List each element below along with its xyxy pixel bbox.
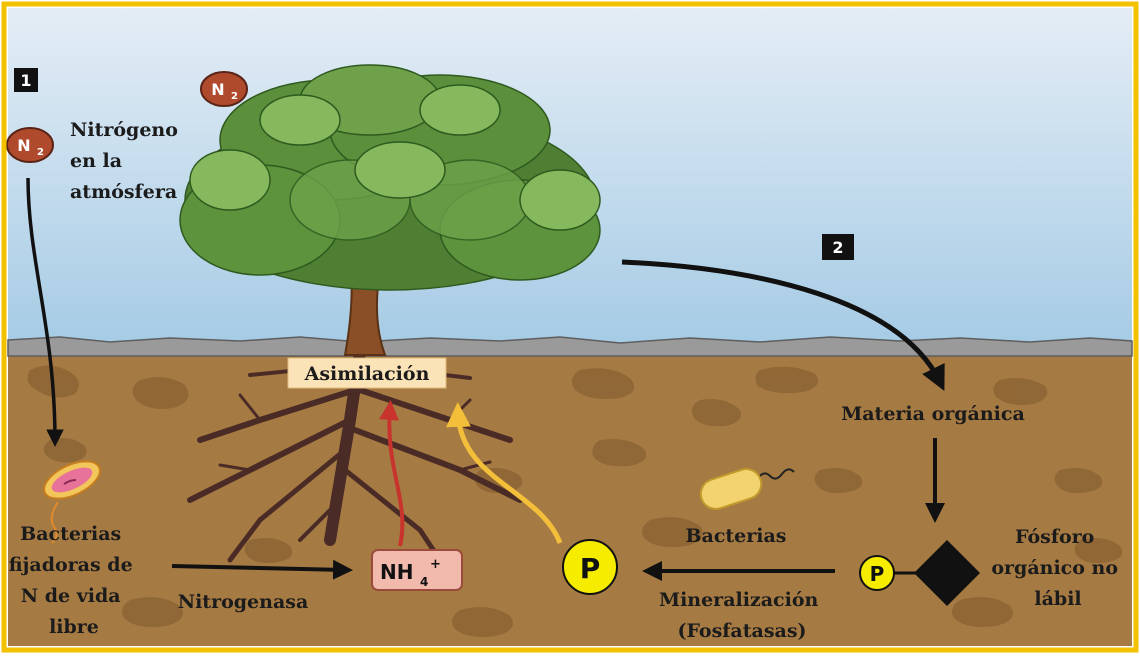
- n2-left-subscript: 2: [37, 147, 44, 158]
- step-1-badge: 1: [14, 68, 38, 92]
- n2-molecule-left: N 2: [7, 128, 53, 162]
- phosphorus-symbol: P: [580, 552, 601, 585]
- step-2-badge: 2: [822, 234, 854, 260]
- step-2-number: 2: [832, 238, 843, 257]
- n2-top-subscript: 2: [231, 91, 238, 102]
- ammonium-charge: +: [430, 557, 441, 572]
- step-1-number: 1: [20, 71, 31, 90]
- ammonium-box: NH 4 +: [372, 550, 462, 590]
- phosphorus-circle: P: [563, 540, 617, 594]
- ammonium-subscript: 4: [420, 575, 428, 589]
- assimilation-label: Asimilación: [304, 363, 430, 385]
- nitrogenase-label: Nitrogenasa: [178, 591, 309, 613]
- organic-matter-label: Materia orgánica: [841, 403, 1025, 425]
- ammonium-main: NH: [380, 560, 413, 584]
- organic-p-symbol: P: [870, 562, 885, 586]
- assimilation-label-box: Asimilación: [288, 358, 446, 388]
- bacteria-label: Bacterias: [685, 525, 786, 547]
- ground-surface: [8, 337, 1132, 356]
- n2-left-symbol: N: [17, 136, 30, 155]
- n2-molecule-top: N 2: [201, 72, 247, 106]
- n2-top-symbol: N: [211, 80, 224, 99]
